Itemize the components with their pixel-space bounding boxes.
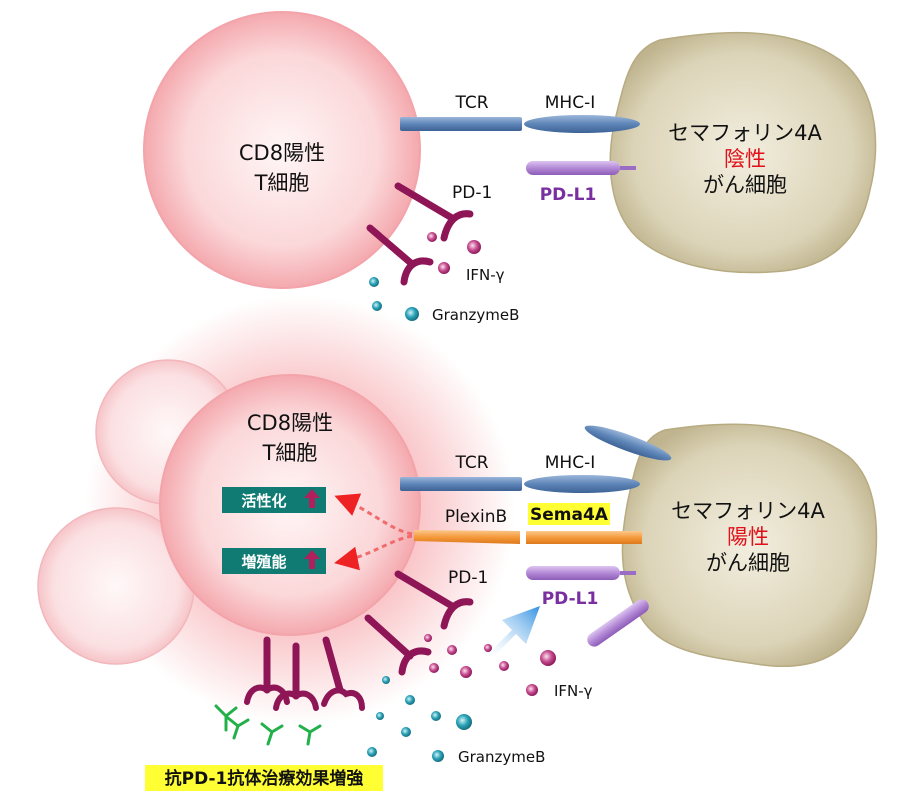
pdl1-molecule [526,161,620,175]
granzyme-dot [369,277,379,287]
ifn-dot [447,645,457,655]
ifn-dot [484,644,492,652]
ifn-label: IFN-γ [554,682,593,700]
cancer-status-negative: 陰性 [724,147,766,171]
granzyme-dot [405,695,415,705]
sema4a-label: Sema4A [530,505,609,525]
pd1-label: PD-1 [452,183,492,203]
plexinb-label: PlexinB [445,507,507,527]
granzyme-dot [382,676,390,684]
pd1-receptor-upper [394,570,474,630]
ifn-dot [467,240,481,254]
t-cell-label-line2: T細胞 [254,171,310,195]
tcr-label: TCR [454,453,488,473]
pdl1-molecule-free [587,599,649,647]
mhc-label: MHC-I [545,453,595,473]
pdl1-molecule [526,566,620,580]
pd1-receptor-lower [364,614,432,676]
t-cell-label-line1: CD8陽性 [247,411,333,435]
plexinb-receptor [414,530,520,544]
pd1-label: PD-1 [448,568,488,588]
bottom-panel: CD8陽性 T細胞 活性化 増殖能 セマフォリン4A 陽性 がん細胞 TCR M… [37,295,878,791]
mhc-molecule-free [584,425,672,461]
arrow-up-icon [304,550,320,569]
proliferation-box [222,548,326,574]
granzyme-dot [456,714,472,730]
tcr-label: TCR [454,93,488,113]
pdl1-label: PD-L1 [540,185,597,205]
sema4a-highlight [528,503,610,525]
arrow-up-icon [304,489,320,508]
granzyme-dot [376,712,384,720]
dashed-arrow-icon [334,493,413,536]
t-cell-label-line2: T細胞 [262,441,318,465]
granzyme-dot [432,750,444,762]
tcr-receptor [400,477,522,491]
cancer-status-positive: 陽性 [727,525,769,549]
activation-box [222,487,326,513]
caption-highlight [145,765,383,791]
pd1-antibody-complex-right [298,636,365,746]
granzyme-dot [431,711,441,721]
ifn-dot [424,634,432,642]
granzyme-dot [367,747,377,757]
ifn-label: IFN-γ [466,266,505,284]
pdl1-label: PD-L1 [542,589,599,609]
ifn-dot [427,232,437,242]
mhc-molecule [524,475,640,493]
granzyme-label: GranzymeB [458,748,545,766]
mhc-molecule [524,115,640,133]
top-panel: CD8陽性 T細胞 セマフォリン4A 陰性 がん細胞 TCR MHC-I PD-… [143,11,877,324]
t-cell-body [143,11,421,289]
ifn-dot [540,650,556,666]
granzyme-dot [401,727,411,737]
pd1-receptor-upper [394,182,474,242]
antibody-icon [214,704,238,732]
ifn-dot [499,661,509,671]
ifn-dot [438,262,450,274]
granzyme-label: GranzymeB [432,306,519,324]
ifn-dot [429,663,439,673]
caption-text: 抗PD-1抗体治療効果増強 [165,768,364,789]
activation-label: 活性化 [241,492,286,510]
ifn-dot [460,666,472,678]
blue-arrow-icon [488,606,540,658]
mhc-label: MHC-I [545,93,595,113]
pd1-receptor-lower [366,224,434,286]
sema4a-molecule [526,531,642,544]
t-cell-label-line1: CD8陽性 [239,141,325,165]
pd1-antibody-complex-middle [260,642,319,746]
cancer-label-line3: がん細胞 [706,551,790,575]
cancer-cell-body [621,423,878,667]
cancer-label-line1: セマフォリン4A [668,121,822,145]
granzyme-dot [405,307,419,321]
cancer-label-line1: セマフォリン4A [671,499,825,523]
proliferation-label: 増殖能 [241,553,286,571]
ifn-dot [526,684,538,696]
cancer-label-line3: がん細胞 [703,173,787,197]
tcr-receptor [400,117,522,131]
